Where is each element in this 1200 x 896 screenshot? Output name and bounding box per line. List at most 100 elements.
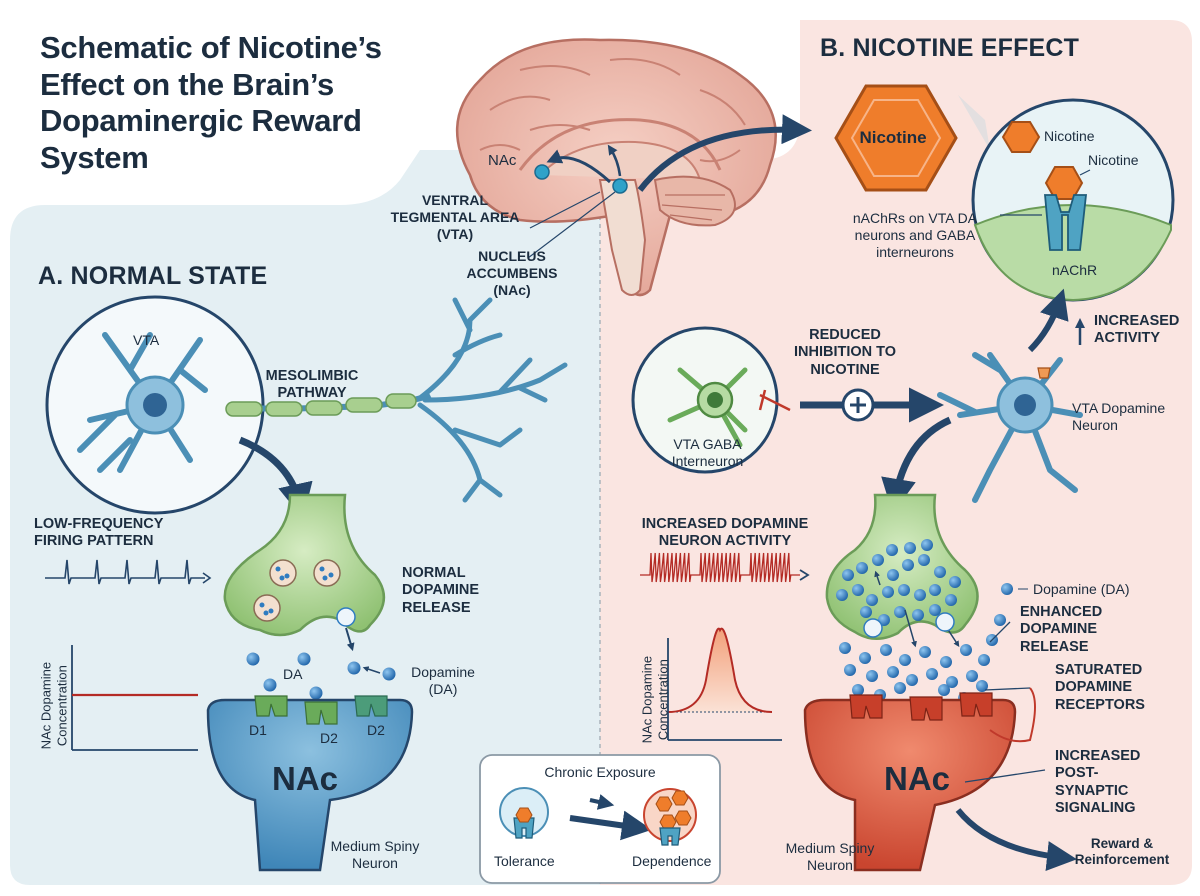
nac-label-normal: NAc bbox=[272, 760, 339, 797]
postsynaptic-label: INCREASED POST-SYNAPTIC SIGNALING bbox=[1055, 748, 1141, 817]
normal-dopamine-molecules bbox=[246, 652, 396, 700]
low-frequency-firing-trace bbox=[45, 559, 212, 585]
dopamine-legend-nicotine: Dopamine (DA) bbox=[1033, 581, 1130, 597]
dopamine-molecule bbox=[886, 544, 898, 556]
brain-vta-dot bbox=[612, 178, 628, 194]
dopamine-molecule bbox=[880, 644, 892, 656]
dopamine-molecule bbox=[844, 664, 856, 676]
chronic-title: Chronic Exposure bbox=[544, 764, 656, 780]
nac-label-nicotine: NAc bbox=[884, 760, 951, 797]
dopamine-molecule bbox=[852, 584, 864, 596]
dopamine-molecule bbox=[994, 614, 1006, 626]
firing-label: LOW-FREQUENCY FIRING PATTERN bbox=[34, 516, 164, 550]
nicotine-molecule-small-1 bbox=[1001, 121, 1041, 153]
dopamine-legend-normal: Dopamine (DA) bbox=[411, 664, 475, 697]
vta-dopamine-neuron bbox=[937, 352, 1083, 503]
brain-nac-label: NAc bbox=[488, 152, 517, 169]
dopamine-molecule bbox=[945, 594, 957, 606]
dopamine-molecule bbox=[978, 654, 990, 666]
normal-nac-neuron bbox=[206, 698, 414, 872]
dopamine-molecule bbox=[938, 684, 950, 696]
dopamine-molecule bbox=[976, 680, 988, 692]
nicotine-label-small-2: Nicotine bbox=[1088, 152, 1139, 168]
dopamine-molecule bbox=[929, 604, 941, 616]
d1-label: D1 bbox=[249, 722, 267, 738]
dopamine-molecule bbox=[899, 654, 911, 666]
vta-da-label: VTA Dopamine Neuron bbox=[1072, 400, 1166, 433]
increased-activity-label: INCREASED ACTIVITY bbox=[1094, 313, 1180, 347]
enhanced-release-label: ENHANCED DOPAMINE RELEASE bbox=[1020, 604, 1103, 655]
d2-label-2: D2 bbox=[367, 722, 385, 738]
dopamine-molecule bbox=[894, 606, 906, 618]
high-frequency-firing-trace bbox=[640, 552, 810, 583]
gaba-cell-label: VTA GABA Interneuron bbox=[671, 436, 744, 469]
dopamine-molecule bbox=[921, 539, 933, 551]
nachr-description: nAChRs on VTA DA neurons and GABA intern… bbox=[852, 210, 978, 260]
dopamine-molecule bbox=[887, 569, 899, 581]
dopamine-molecule bbox=[866, 670, 878, 682]
dopamine-molecule bbox=[949, 576, 961, 588]
normal-receptors bbox=[254, 695, 388, 725]
dependence-label: Dependence bbox=[632, 853, 712, 869]
dopamine-molecule bbox=[966, 670, 978, 682]
dopamine-molecule bbox=[904, 542, 916, 554]
nicotine-dopamine-graph bbox=[667, 627, 782, 741]
brain-nucleus-label: NUCLEUS ACCUMBENS (NAc) bbox=[466, 248, 558, 298]
dopamine-molecule bbox=[866, 594, 878, 606]
enhanced-presynaptic-terminal bbox=[825, 493, 979, 640]
dopamine-molecule bbox=[946, 676, 958, 688]
brain-nac-dot bbox=[534, 164, 550, 180]
dopamine-molecule bbox=[906, 674, 918, 686]
da-label: DA bbox=[283, 666, 303, 682]
increased-da-label: INCREASED DOPAMINE NEURON ACTIVITY bbox=[641, 516, 809, 550]
nachr-receptor bbox=[1044, 194, 1088, 251]
dopamine-molecule bbox=[839, 642, 851, 654]
dopamine-molecule bbox=[902, 559, 914, 571]
dopamine-molecule bbox=[856, 562, 868, 574]
nicotine-nac-neuron bbox=[803, 698, 1017, 872]
brain-illustration bbox=[455, 38, 777, 297]
dopamine-molecule bbox=[914, 589, 926, 601]
dopamine-molecule bbox=[919, 646, 931, 658]
dopamine-molecule bbox=[894, 682, 906, 694]
chronic-exposure-box bbox=[479, 754, 721, 884]
brain-vta-label: VENTRAL TEGMENTAL AREA (VTA) bbox=[390, 192, 520, 242]
dopamine-molecule bbox=[852, 684, 864, 696]
nicotine-label-large: Nicotine bbox=[859, 128, 927, 147]
dopamine-molecule bbox=[918, 554, 930, 566]
nachr-small-on-neuron bbox=[1037, 367, 1051, 379]
brain-to-nicotine-arrow bbox=[637, 114, 812, 192]
synaptic-vesicles bbox=[253, 559, 356, 627]
d2-label-1: D2 bbox=[320, 730, 338, 746]
dopamine-molecule bbox=[912, 609, 924, 621]
myelin-sheath bbox=[225, 393, 417, 417]
nicotine-label-small-1: Nicotine bbox=[1044, 128, 1095, 144]
msn-label-normal: Medium Spiny Neuron bbox=[330, 838, 420, 871]
vta-cell-label: VTA bbox=[133, 332, 160, 348]
page-title: Schematic of Nicotine’s Effect on the Br… bbox=[40, 30, 382, 175]
reward-label: Reward & Reinforcement bbox=[1074, 836, 1170, 868]
section-title-nicotine: B. NICOTINE EFFECT bbox=[820, 34, 1080, 62]
graph-ylabel-nicotine: NAc Dopamine Concentration bbox=[639, 655, 670, 744]
dopamine-molecule bbox=[860, 606, 872, 618]
dopamine-molecule bbox=[926, 668, 938, 680]
dopamine-molecule bbox=[859, 652, 871, 664]
reward-arrow bbox=[955, 808, 1077, 872]
dopamine-molecule bbox=[960, 644, 972, 656]
saturated-label: SATURATED DOPAMINE RECEPTORS bbox=[1055, 662, 1145, 713]
dopamine-molecule bbox=[887, 666, 899, 678]
reduced-inhibition-label: REDUCED INHIBITION TO NICOTINE bbox=[793, 327, 897, 378]
dopamine-molecule bbox=[882, 586, 894, 598]
normal-release-label: NORMAL DOPAMINE RELEASE bbox=[402, 565, 480, 616]
saturated-receptors bbox=[849, 692, 993, 721]
dopamine-molecule bbox=[940, 656, 952, 668]
dopamine-molecule bbox=[842, 569, 854, 581]
normal-dopamine-graph bbox=[71, 645, 198, 751]
section-title-normal: A. NORMAL STATE bbox=[38, 262, 268, 290]
mesolimbic-label: MESOLIMBIC PATHWAY bbox=[265, 368, 359, 402]
vta-neuron bbox=[77, 332, 208, 473]
graph-ylabel-normal: NAc Dopamine Concentration bbox=[38, 661, 69, 750]
dopamine-molecule bbox=[836, 589, 848, 601]
msn-label-nicotine: Medium Spiny Neuron bbox=[785, 840, 875, 873]
